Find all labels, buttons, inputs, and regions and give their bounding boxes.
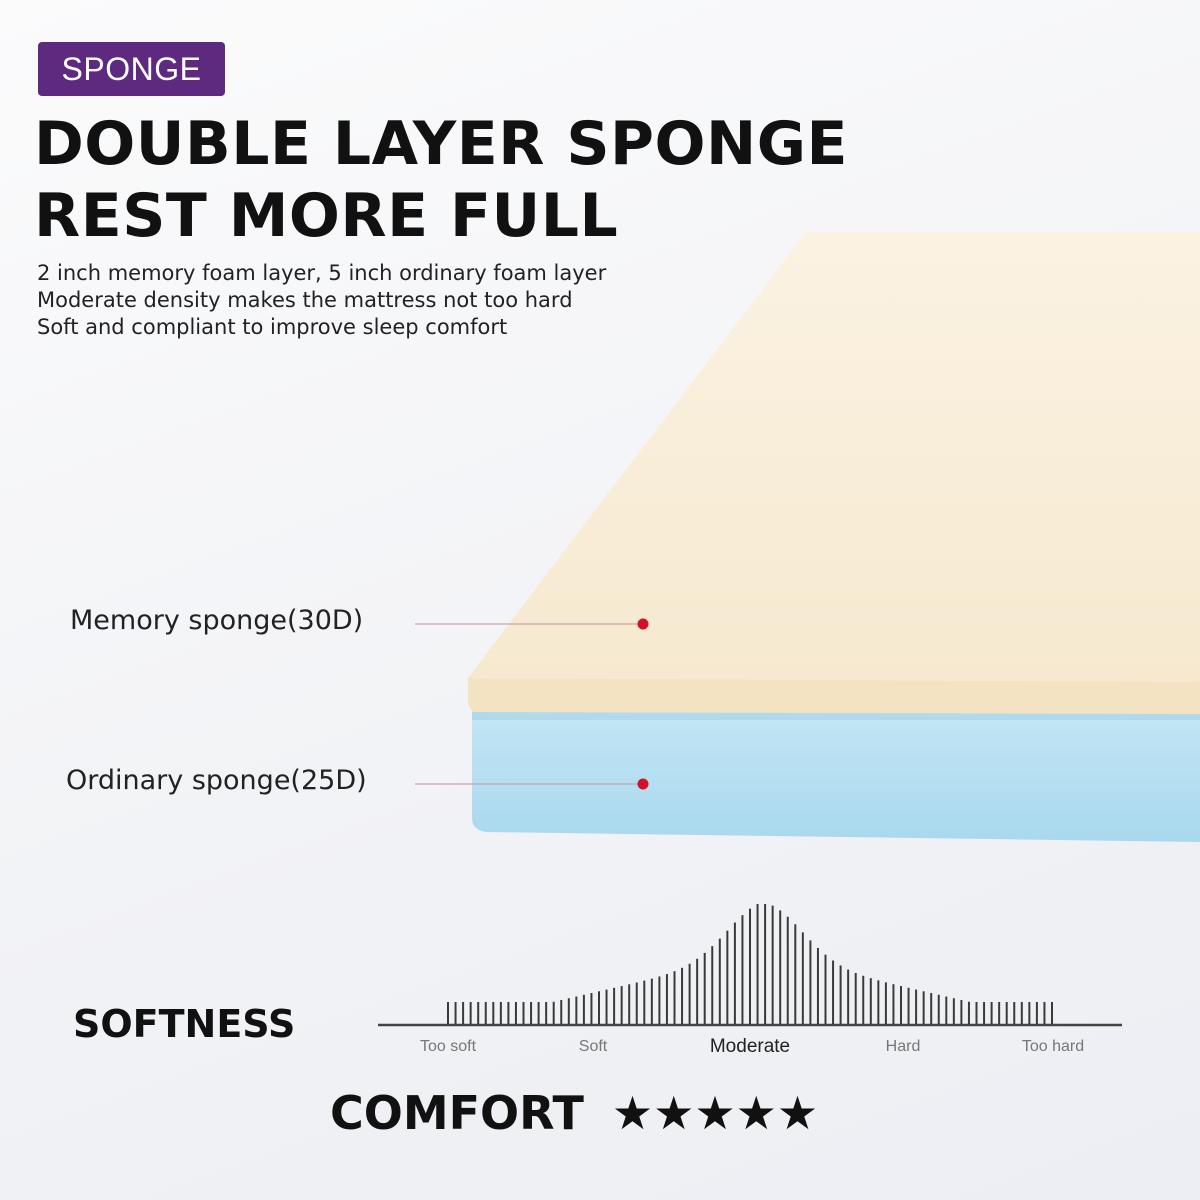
memory-sponge-label: Memory sponge(30D) [70, 605, 364, 636]
headline-line-2: REST MORE FULL [34, 181, 619, 251]
layer-markers [415, 618, 649, 790]
memory-sponge-side [468, 678, 1200, 714]
star-icon: ★ [735, 1087, 777, 1139]
description-line: 2 inch memory foam layer, 5 inch ordinar… [37, 261, 607, 285]
comfort-title: COMFORT [330, 1086, 584, 1140]
comfort-rating: COMFORT ★★★★★ [330, 1086, 818, 1140]
memory-sponge-marker-dot [637, 618, 649, 630]
star-rating: ★★★★★ [612, 1090, 818, 1136]
star-icon: ★ [694, 1087, 736, 1139]
ordinary-sponge-label: Ordinary sponge(25D) [66, 765, 367, 796]
memory-sponge-top [468, 232, 1200, 682]
scale-label-too-hard: Too hard [1021, 1038, 1085, 1055]
description: 2 inch memory foam layer, 5 inch ordinar… [37, 260, 606, 341]
category-badge: SPONGE [38, 42, 225, 96]
headline-line-1: DOUBLE LAYER SPONGE [34, 109, 848, 179]
softness-scale [378, 904, 1122, 1027]
scale-label-soft: Soft [578, 1038, 608, 1055]
ordinary-sponge-layer [472, 704, 1200, 842]
star-icon: ★ [776, 1087, 819, 1139]
scale-label-hard: Hard [885, 1038, 921, 1055]
softness-title: SOFTNESS [73, 1002, 296, 1046]
scale-label-moderate: Moderate [709, 1036, 791, 1057]
description-line: Soft and compliant to improve sleep comf… [37, 315, 508, 339]
headline: DOUBLE LAYER SPONGE REST MORE FULL [34, 108, 848, 252]
star-icon: ★ [653, 1087, 695, 1139]
scale-label-too-soft: Too soft [419, 1038, 477, 1055]
ordinary-sponge-shadow [472, 712, 1200, 720]
ordinary-sponge-marker-dot [637, 778, 649, 790]
description-line: Moderate density makes the mattress not … [37, 288, 573, 312]
mattress-illustration [415, 232, 1200, 842]
star-icon: ★ [611, 1087, 654, 1139]
